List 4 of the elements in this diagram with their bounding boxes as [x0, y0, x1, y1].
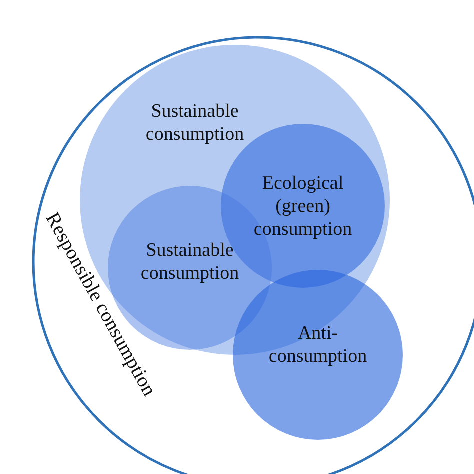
circle-label: Sustainable consumption [144, 100, 246, 146]
circle-label: Anti- consumption [268, 322, 368, 368]
circle-label: Sustainable consumption [140, 239, 240, 285]
circle-label: Ecological (green) consumption [252, 172, 354, 241]
